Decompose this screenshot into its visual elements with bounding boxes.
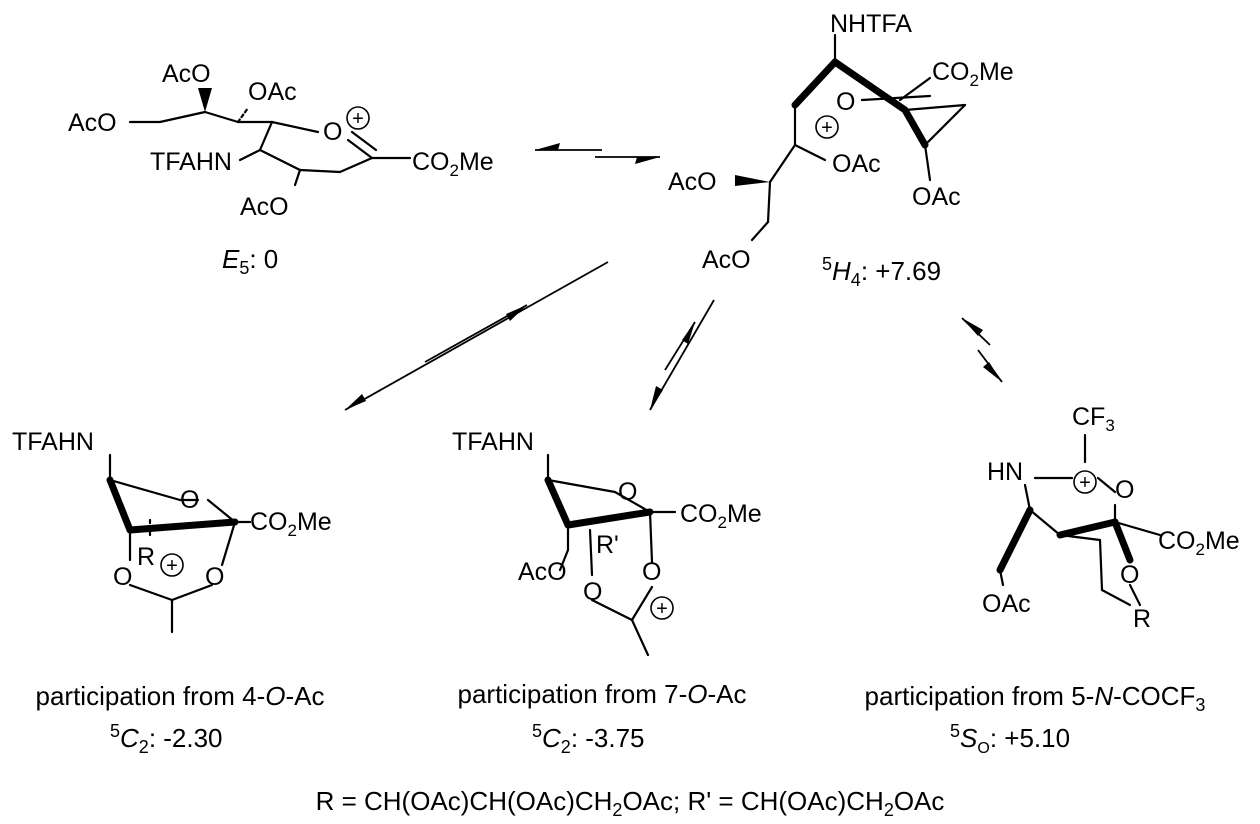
- equilibrium-arrow-e5-h4: [535, 143, 660, 164]
- svg-text:+: +: [656, 598, 668, 620]
- c2a-co2me: CO2Me: [250, 508, 332, 540]
- e5-positive-charge: +: [346, 106, 370, 130]
- h4-aco-left: AcO: [668, 168, 717, 196]
- h4-co2me: CO2Me: [932, 58, 1014, 90]
- c2b-energy-label: 5C2: -3.75: [532, 721, 645, 757]
- svg-text:+: +: [352, 108, 364, 130]
- structure-5n-participation: CF3 HN + O CO2Me O OAc R participation f…: [865, 403, 1240, 757]
- structure-e5: AcO OAc AcO TFAHN O + CO2Me AcO E5: 0: [68, 60, 494, 278]
- c2a-o-left: O: [113, 563, 132, 591]
- c2a-o-right: O: [205, 563, 224, 591]
- e5-aco-top: AcO: [162, 60, 211, 88]
- c2b-o-bottom: O: [583, 578, 602, 606]
- c2b-tfahn: TFAHN: [452, 428, 534, 456]
- so-positive-charge: +: [1073, 470, 1097, 494]
- svg-text:+: +: [166, 555, 178, 577]
- structure-7oac-participation: TFAHN O CO2Me R' AcO O O + participation…: [452, 428, 762, 757]
- c2b-co2me: CO2Me: [680, 500, 762, 532]
- c2b-positive-charge: +: [650, 596, 674, 620]
- c2a-ring-oxygen: O: [180, 486, 199, 514]
- so-hn: HN: [987, 458, 1023, 486]
- so-cf3: CF3: [1072, 403, 1115, 435]
- c2a-positive-charge: +: [160, 553, 184, 577]
- structure-4oac-participation: TFAHN O CO2Me R + O O participation from…: [12, 428, 332, 757]
- so-oac: OAc: [982, 590, 1031, 618]
- c2b-r-prime-group: R': [596, 531, 619, 559]
- c2a-energy-label: 5C2: -2.30: [110, 721, 223, 757]
- structure-h4: NHTFA CO2Me O + OAc AcO OAc AcO 5H4: +7.…: [668, 10, 1014, 290]
- h4-aco-bottom: AcO: [702, 246, 751, 274]
- c2a-r-group: R: [137, 543, 155, 571]
- e5-aco-left: AcO: [68, 109, 117, 137]
- h4-oac-right: OAc: [912, 183, 961, 211]
- so-caption: participation from 5-N-COCF3: [865, 681, 1206, 715]
- e5-ring-oxygen: O: [323, 118, 342, 146]
- h4-ring-oxygen: O: [836, 88, 855, 116]
- e5-tfahn: TFAHN: [150, 148, 232, 176]
- e5-oac-top: OAc: [248, 78, 297, 106]
- c2a-tfahn: TFAHN: [12, 428, 94, 456]
- r-group-definition-footnote: R = CH(OAc)CH(OAc)CH2OAc; R' = CH(OAc)CH…: [316, 786, 945, 820]
- svg-text:+: +: [1079, 472, 1091, 494]
- equilibrium-arrow-h4-to-7oac: [649, 299, 715, 411]
- so-r-group: R: [1133, 605, 1151, 633]
- c2b-caption: participation from 7-O-Ac: [458, 679, 747, 709]
- h4-energy-label: 5H4: +7.69: [822, 254, 941, 290]
- so-energy-label: 5SO: +5.10: [950, 721, 1070, 757]
- so-co2me: CO2Me: [1158, 527, 1240, 559]
- equilibrium-arrow-h4-to-4oac: [344, 261, 609, 411]
- c2b-o-right: O: [642, 558, 661, 586]
- h4-oac-mid: OAc: [832, 150, 881, 178]
- e5-co2me: CO2Me: [412, 148, 494, 180]
- svg-text:+: +: [821, 117, 833, 139]
- so-o-ring: O: [1120, 561, 1139, 589]
- c2b-aco: AcO: [518, 558, 567, 586]
- so-o-top: O: [1115, 476, 1134, 504]
- e5-aco-bottom: AcO: [240, 193, 289, 221]
- c2a-caption: participation from 4-O-Ac: [36, 681, 325, 711]
- h4-nhtfa: NHTFA: [830, 10, 912, 38]
- e5-energy-label: E5: 0: [222, 244, 278, 278]
- c2b-ring-oxygen: O: [618, 478, 637, 506]
- equilibrium-arrow-h4-to-5n: [961, 317, 1003, 383]
- h4-positive-charge: +: [815, 115, 839, 139]
